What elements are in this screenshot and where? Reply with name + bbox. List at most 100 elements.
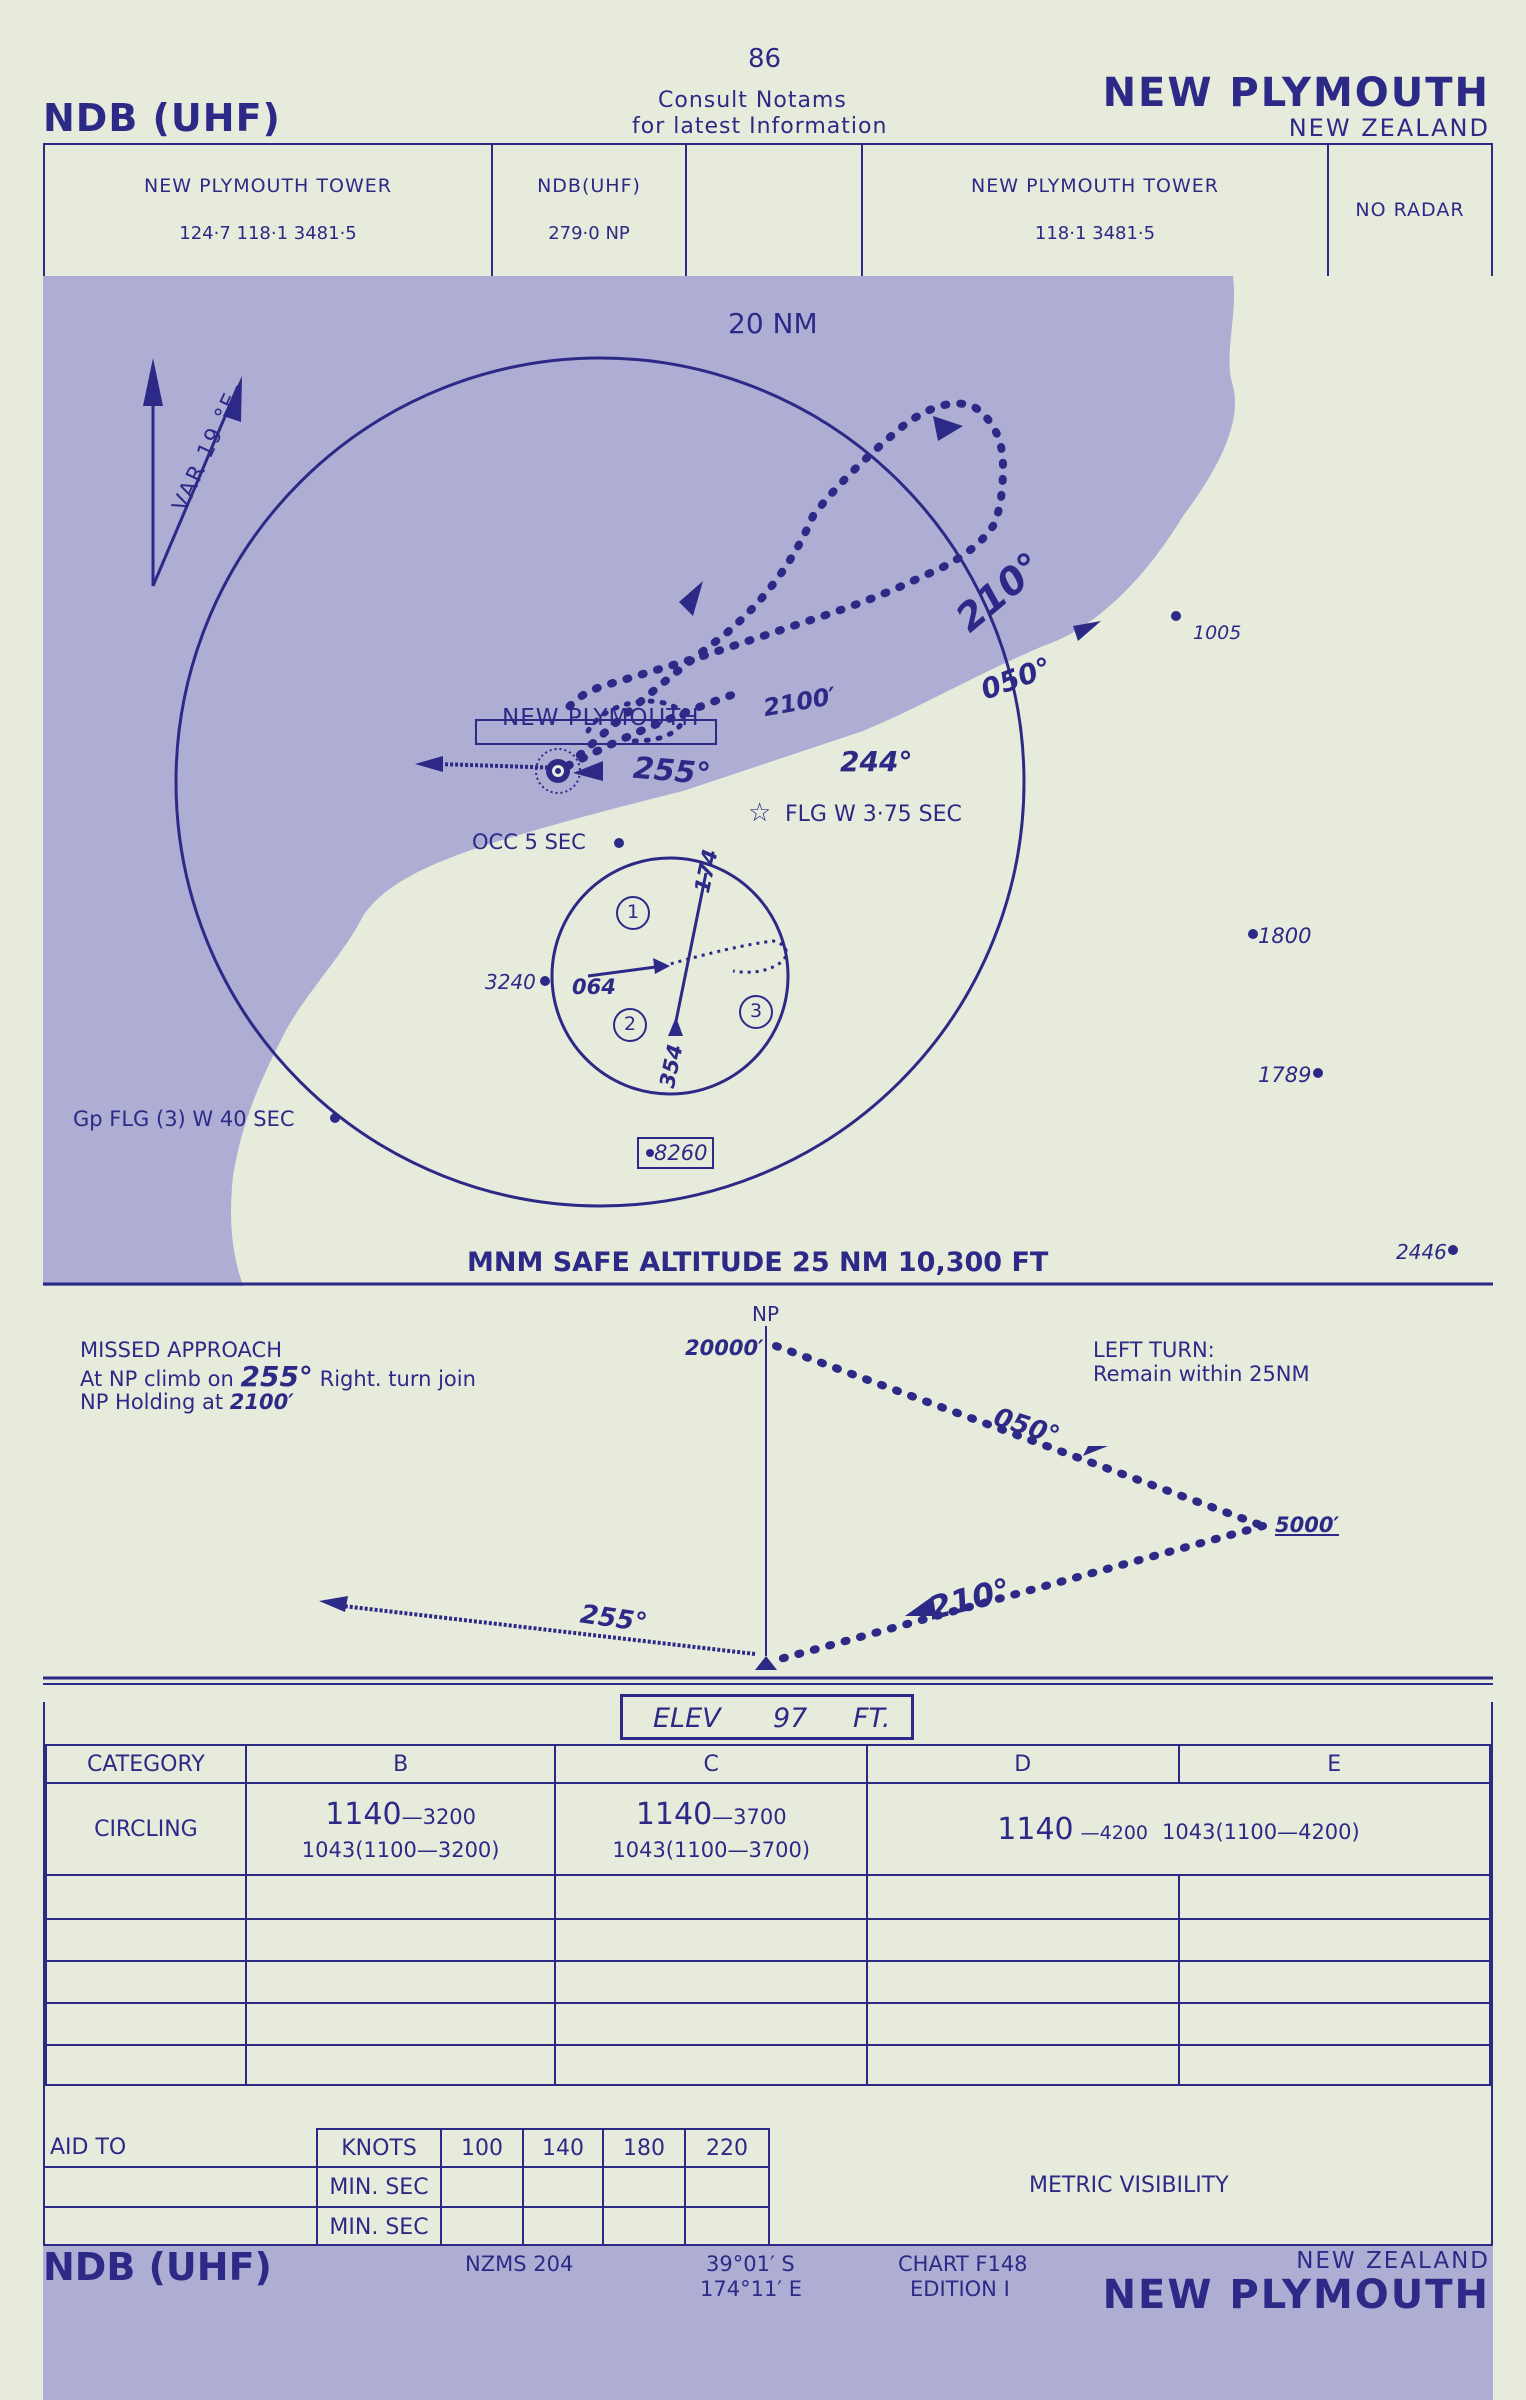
empty-cell [244, 1874, 557, 1920]
empty-cell [866, 1918, 1180, 1962]
light-occ-label: OCC 5 SEC [472, 830, 586, 854]
approach-track [559, 399, 1101, 781]
comms-title: NDB(UHF) [537, 175, 641, 197]
spot-height: 8260 [654, 1141, 708, 1165]
speed-cell: 100 [440, 2128, 524, 2168]
aid-table: KNOTS 100 140 180 220 MIN. SEC MIN. SEC [316, 2128, 770, 2248]
footer-edition: EDITION I [910, 2277, 1010, 2301]
min-sec-label: MIN. SEC [316, 2206, 442, 2248]
empty-cell [866, 1874, 1180, 1920]
notams-line1: Consult Notams [658, 88, 847, 113]
elev-unit: FT. [853, 1703, 891, 1734]
elev-value: 97 [773, 1703, 808, 1734]
b-sub: —3200 [401, 1804, 477, 1829]
empty-cell [244, 1918, 557, 1962]
spot-height: 1789 [1258, 1063, 1312, 1087]
footer-country: NEW ZEALAND [1296, 2248, 1490, 2274]
circling-c: 1140—3700 1043(1100—3700) [554, 1782, 869, 1876]
empty-cell [440, 2166, 524, 2208]
missed-track-label: 255° [631, 750, 713, 793]
c-main: 1140 [635, 1796, 713, 1832]
footer-chart: CHART F148 [898, 2252, 1028, 2276]
procedure-title: NDB (UHF) [43, 96, 281, 140]
empty-cell [45, 2044, 247, 2086]
empty-cell [522, 2166, 604, 2208]
comms-title: NO RADAR [1355, 199, 1465, 221]
de-main: 1140 [997, 1811, 1074, 1847]
empty-cell [866, 1960, 1180, 2004]
de-sub: —4200 [1080, 1821, 1148, 1844]
spot-height: 3240 [485, 970, 536, 994]
sector-3: 3 [750, 1000, 763, 1022]
min-sec-label: MIN. SEC [316, 2166, 442, 2208]
missed-title: MISSED APPROACH [80, 1338, 282, 1362]
spot-height: 2446 [1396, 1240, 1447, 1264]
empty-cell [554, 2002, 869, 2046]
missed-line2-b: 255° [240, 1360, 313, 1393]
aid-to-label: AID TO [50, 2135, 127, 2160]
notams-line2: for latest Information [632, 114, 888, 139]
col-d: D [866, 1744, 1180, 1784]
speed-cell: 220 [684, 2128, 770, 2168]
empty-cell [1177, 2044, 1491, 2086]
spot-height: 1005 [1193, 622, 1242, 644]
comms-value: 118·1 3481·5 [1034, 223, 1156, 244]
empty-cell [602, 2166, 686, 2208]
comms-cell-ndb: NDB(UHF) 279·0 NP [493, 145, 687, 276]
empty-cell [684, 2206, 770, 2248]
empty-cell [866, 2044, 1180, 2086]
light-main-label: FLG W 3·75 SEC [785, 802, 962, 827]
speed-cell: 180 [602, 2128, 686, 2168]
missed-line3-b: 2100′ [229, 1390, 294, 1414]
missed-line2-c: Right. turn join [319, 1367, 476, 1391]
footer-band [43, 2246, 1493, 2400]
minima-table: CATEGORY B C D E CIRCLING 1140—3200 1043… [45, 1744, 1491, 2086]
aid-row-line [43, 2166, 318, 2168]
empty-cell [440, 2206, 524, 2248]
empty-cell [554, 1874, 869, 1920]
left-turn-1: LEFT TURN: [1093, 1338, 1215, 1362]
missed-line3: NP Holding at 2100′ [80, 1390, 294, 1414]
comms-title: NEW PLYMOUTH TOWER [971, 175, 1219, 197]
col-e: E [1177, 1744, 1491, 1784]
empty-cell [554, 1918, 869, 1962]
light-gp-label: Gp FLG (3) W 40 SEC [73, 1107, 295, 1131]
empty-cell [45, 1918, 247, 1962]
elev-label: ELEV [653, 1703, 721, 1734]
empty-cell [684, 2166, 770, 2208]
footer-map-ref: NZMS 204 [465, 2252, 574, 2276]
msa-label: MNM SAFE ALTITUDE 25 NM 10,300 FT [467, 1247, 1049, 1278]
col-c: C [554, 1744, 869, 1784]
missed-line3-a: NP Holding at [80, 1390, 224, 1414]
b-main: 1140 [325, 1796, 402, 1832]
footer-procedure: NDB (UHF) [43, 2245, 272, 2289]
sector-1: 1 [627, 901, 640, 923]
country-title: NEW ZEALAND [1288, 114, 1490, 142]
comms-title: NEW PLYMOUTH TOWER [144, 175, 392, 197]
entry-064: 064 [572, 975, 616, 999]
empty-cell [522, 2206, 604, 2248]
missed-line2-a: At NP climb on [80, 1367, 234, 1391]
col-b: B [244, 1744, 557, 1784]
page-number: 86 [748, 44, 782, 74]
footer-location: NEW PLYMOUTH [1102, 2272, 1490, 2318]
comms-value: 124·7 118·1 3481·5 [179, 223, 357, 244]
empty-cell [1177, 1960, 1491, 2004]
comms-cell-radar: NO RADAR [1329, 145, 1491, 276]
empty-cell [244, 2002, 557, 2046]
comms-cell-tower: NEW PLYMOUTH TOWER 124·7 118·1 3481·5 [45, 145, 493, 276]
empty-cell [866, 2002, 1180, 2046]
footer-lat: 39°01′ S [706, 2252, 795, 2276]
col-category: CATEGORY [45, 1744, 247, 1784]
empty-cell [554, 2044, 869, 2086]
empty-cell [1177, 1874, 1491, 1920]
metric-visibility: METRIC VISIBILITY [1029, 2173, 1229, 2198]
empty-cell [1177, 1918, 1491, 1962]
sector-2: 2 [624, 1013, 637, 1035]
left-turn-2: Remain within 25NM [1093, 1362, 1310, 1386]
profile-np-label: NP [752, 1302, 780, 1326]
comms-value: 279·0 NP [548, 223, 630, 244]
footer-lon: 174°11′ E [700, 2277, 803, 2301]
circling-de: 1140 —4200 1043(1100—4200) [866, 1782, 1491, 1876]
range-ring-label: 20 NM [728, 307, 818, 340]
